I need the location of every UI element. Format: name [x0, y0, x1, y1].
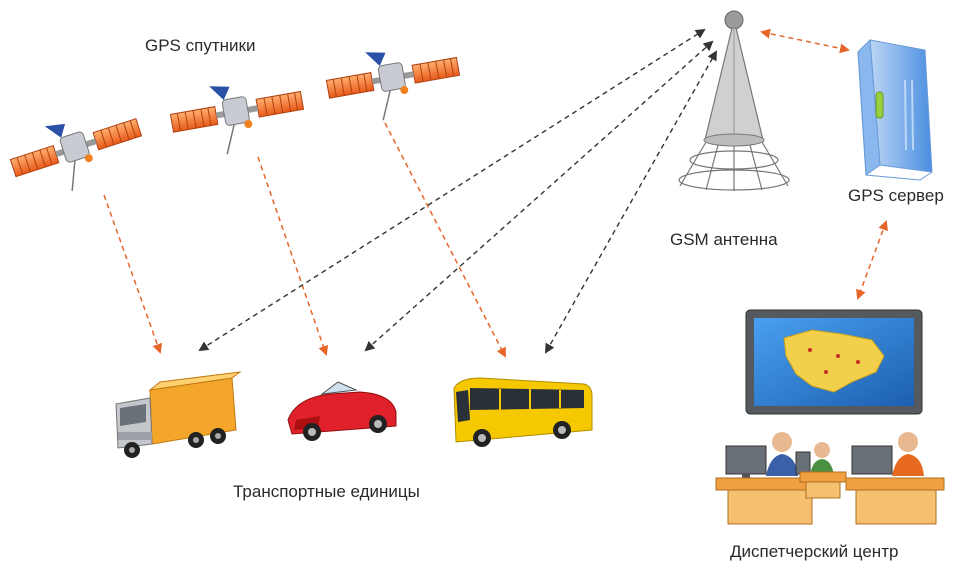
gps-link-car	[257, 156, 329, 356]
truck-icon	[115, 371, 242, 458]
gsm-antenna-icon	[678, 10, 790, 191]
server-icon	[857, 38, 933, 181]
satellite-icon	[325, 52, 461, 121]
gsm-link-car	[364, 40, 714, 352]
car-icon	[287, 381, 397, 441]
bus-icon	[453, 377, 593, 447]
gsm-link-bus	[545, 50, 717, 354]
satellite-icon	[169, 86, 305, 155]
gps-link-bus	[384, 122, 506, 358]
operators-icon	[715, 432, 945, 525]
dispatch-label: Диспетчерский центр	[730, 542, 899, 561]
antenna-label: GSM антенна	[670, 230, 778, 249]
antenna-server-link	[760, 28, 850, 54]
server-label: GPS сервер	[848, 186, 944, 205]
satellites-label: GPS спутники	[145, 36, 256, 55]
vehicles-label: Транспортные единицы	[233, 482, 420, 501]
satellite-icon	[9, 118, 143, 192]
monitor-map-icon	[745, 309, 923, 415]
gsm-link-truck	[198, 28, 706, 352]
gps-link-truck	[103, 194, 163, 354]
server-dispatch-link	[856, 220, 888, 300]
